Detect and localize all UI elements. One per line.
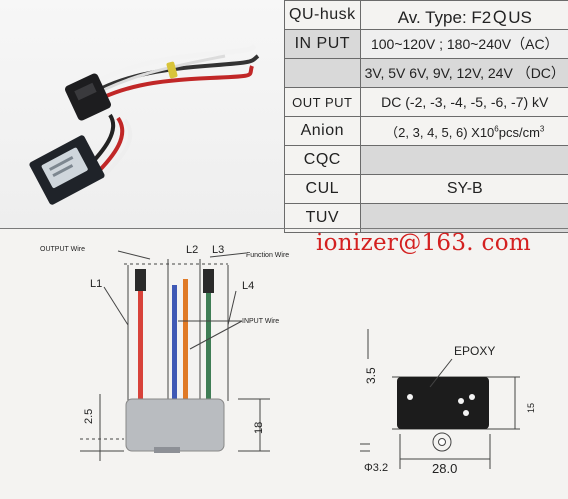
spec-value: SY-B: [360, 175, 568, 204]
spec-label: QU-husk: [285, 1, 361, 30]
spec-row-anion: Anion （2, 3, 4, 5, 6) X106pcs/cm3: [285, 117, 568, 146]
l2-label: L2: [186, 244, 198, 256]
product-photo-illustration: [0, 0, 284, 228]
anion-unit-exponent: 3: [540, 124, 544, 133]
spec-label: CQC: [285, 146, 361, 175]
dim-right-label: 18: [253, 422, 265, 434]
dim-left-label: 2.5: [83, 409, 95, 424]
l3-label: L3: [212, 244, 224, 256]
epoxy-dot: [458, 398, 464, 404]
spec-value: [360, 146, 568, 175]
l4-label: L4: [242, 280, 254, 292]
function-wire-label: Function Wire: [246, 252, 289, 259]
spec-row-input: IN PUT 100~120V ; 180~240V（AC）: [285, 30, 568, 59]
spec-label: CUL: [285, 175, 361, 204]
product-photo: [0, 0, 284, 228]
spec-value: 100~120V ; 180~240V（AC）: [360, 30, 568, 59]
drawing-canvas: OUTPUT Wire Function Wire INPUT Wire L1 …: [0, 229, 568, 495]
spec-value: Av. Type: F2ＱUS: [360, 1, 568, 30]
blue-wire: [172, 285, 177, 399]
epoxy-dot: [469, 394, 475, 400]
spec-row-cqc: CQC: [285, 146, 568, 175]
input-wire-label: INPUT Wire: [242, 318, 279, 325]
wires: [135, 269, 214, 399]
spec-value-anion: （2, 3, 4, 5, 6) X106pcs/cm3: [360, 117, 568, 146]
spec-label: [285, 59, 361, 88]
spec-row-cul: CUL SY-B: [285, 175, 568, 204]
spec-table: QU-husk Av. Type: F2ＱUS IN PUT 100~120V …: [284, 0, 568, 233]
spec-row-output: OUT PUT DC (-2, -3, -4, -5, -6, -7) kV: [285, 88, 568, 117]
green-wire-terminal: [203, 269, 214, 293]
epoxy-module: [397, 377, 489, 429]
contact-email: ionizer@163. com: [316, 230, 531, 256]
epoxy-dot: [407, 394, 413, 400]
dim-side-label: 15: [526, 403, 536, 413]
technical-drawing: OUTPUT Wire Function Wire INPUT Wire L1 …: [0, 229, 568, 495]
dim-top-label: 3.5: [364, 367, 378, 384]
green-wire: [206, 289, 211, 399]
orange-wire: [183, 279, 188, 399]
module-body: [126, 399, 224, 451]
spec-label: OUT PUT: [285, 88, 361, 117]
spec-label: Anion: [285, 117, 361, 146]
output-wire-label: OUTPUT Wire: [40, 246, 85, 253]
spec-value: 3V, 5V 6V, 9V, 12V, 24V （DC）: [360, 59, 568, 88]
spec-row-type: QU-husk Av. Type: F2ＱUS: [285, 1, 568, 30]
anion-unit: pcs/cm: [499, 125, 540, 140]
l1-label: L1: [90, 278, 102, 290]
anion-values: （2, 3, 4, 5, 6) X10: [385, 125, 494, 140]
red-wire: [138, 287, 143, 399]
spec-value: DC (-2, -3, -4, -5, -6, -7) kV: [360, 88, 568, 117]
spec-label: IN PUT: [285, 30, 361, 59]
dim-hole-label: Φ3.2: [364, 462, 388, 474]
spec-row-dc: 3V, 5V 6V, 9V, 12V, 24V （DC）: [285, 59, 568, 88]
module-tab: [154, 447, 180, 453]
mount-hole: [439, 439, 446, 446]
red-wire-terminal: [135, 269, 146, 291]
epoxy-dot: [463, 410, 469, 416]
dim-width-label: 28.0: [432, 461, 457, 476]
epoxy-label: EPOXY: [454, 344, 495, 358]
